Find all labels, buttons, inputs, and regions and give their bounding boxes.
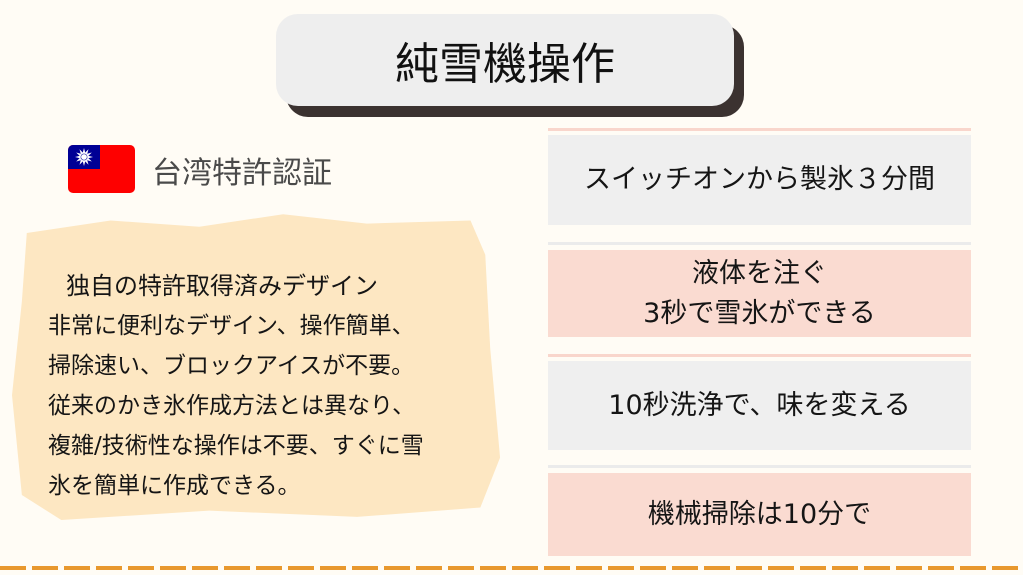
step-4: 機械掃除は10分で bbox=[548, 473, 971, 556]
step-text: 機械掃除は10分で bbox=[647, 498, 872, 530]
step-text: スイッチオンから製氷３分間 bbox=[584, 164, 935, 195]
step-2: 液体を注ぐ 3秒で雪氷ができる bbox=[548, 250, 971, 337]
description-line: 非常に便利なデザイン、操作簡単、 bbox=[48, 313, 415, 339]
divider bbox=[548, 354, 971, 357]
certification-label: 台湾特許認証 bbox=[152, 156, 332, 191]
description-text: 独自の特許取得済みデザイン 非常に便利なデザイン、操作簡単、 掃除速い、ブロック… bbox=[48, 266, 488, 506]
step-text: 液体を注ぐ bbox=[692, 257, 827, 289]
divider bbox=[548, 242, 971, 245]
step-text: 3秒で雪氷ができる bbox=[643, 297, 876, 329]
step-3: 10秒洗浄で、味を変える bbox=[548, 361, 971, 450]
description-line: 複雑/技術性な操作は不要、すぐに雪 bbox=[48, 433, 424, 459]
step-text: 10秒洗浄で、味を変える bbox=[608, 389, 911, 421]
description-paper bbox=[12, 214, 501, 520]
divider bbox=[548, 465, 971, 468]
dashed-divider bbox=[0, 566, 1023, 570]
description-line: 掃除速い、ブロックアイスが不要。 bbox=[48, 353, 415, 379]
description-line: 独自の特許取得済みデザイン bbox=[66, 272, 378, 300]
description-line: 従来のかき氷作成方法とは異なり、 bbox=[48, 393, 416, 419]
taiwan-flag-icon bbox=[68, 145, 135, 193]
description-line: 氷を簡単に作成できる。 bbox=[48, 473, 301, 499]
divider bbox=[548, 128, 971, 131]
page-title: 純雪機操作 bbox=[276, 14, 734, 106]
step-1: スイッチオンから製氷３分間 bbox=[548, 135, 971, 225]
